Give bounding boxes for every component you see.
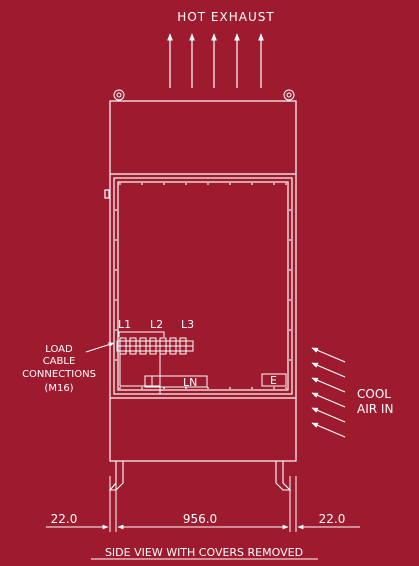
hot-exhaust-label: HOT EXHAUST xyxy=(177,10,274,24)
foot-right xyxy=(275,461,292,491)
neutral-bar-label: LN xyxy=(183,376,197,389)
fixing-holes xyxy=(115,183,291,389)
load-cable-callout: LOAD CABLE CONNECTIONS (M16) xyxy=(22,342,115,394)
load-cable-label-1: LOAD xyxy=(45,344,73,355)
dim-right-clearance: 22.0 xyxy=(319,512,346,526)
inner-panel xyxy=(117,181,289,391)
terminal-block xyxy=(116,331,194,394)
neutral-bar: LN xyxy=(144,375,208,389)
lifting-eye-right xyxy=(283,89,295,101)
earth-bar-label: E xyxy=(270,374,277,387)
load-cable-label-3: CONNECTIONS xyxy=(22,369,96,380)
terminal-l2-label: L2 xyxy=(150,318,163,331)
load-cable-leader xyxy=(85,342,115,353)
cool-air-arrows xyxy=(311,347,346,438)
exhaust-arrows xyxy=(167,33,264,88)
dimension-lines xyxy=(46,476,360,532)
earth-bar: E xyxy=(261,373,287,387)
cabinet xyxy=(104,100,297,462)
dim-cabinet-width: 956.0 xyxy=(183,512,217,526)
cool-air-label-1: COOL xyxy=(357,387,391,401)
dim-left-clearance: 22.0 xyxy=(51,512,78,526)
cool-air-label-2: AIR IN xyxy=(357,402,393,416)
caption: SIDE VIEW WITH COVERS REMOVED xyxy=(105,546,303,559)
side-latch xyxy=(104,189,110,199)
inner-panel-frame xyxy=(113,177,293,395)
terminal-l3-label: L3 xyxy=(181,318,194,331)
cabinet-outer xyxy=(109,100,297,462)
load-cable-label-4: (M16) xyxy=(44,383,73,394)
terminal-l1-label: L1 xyxy=(118,318,131,331)
lifting-eye-left xyxy=(113,89,125,101)
load-cable-label-2: CABLE xyxy=(43,356,76,367)
cabinet-feet xyxy=(108,461,292,491)
lifting-eyes xyxy=(113,89,295,102)
